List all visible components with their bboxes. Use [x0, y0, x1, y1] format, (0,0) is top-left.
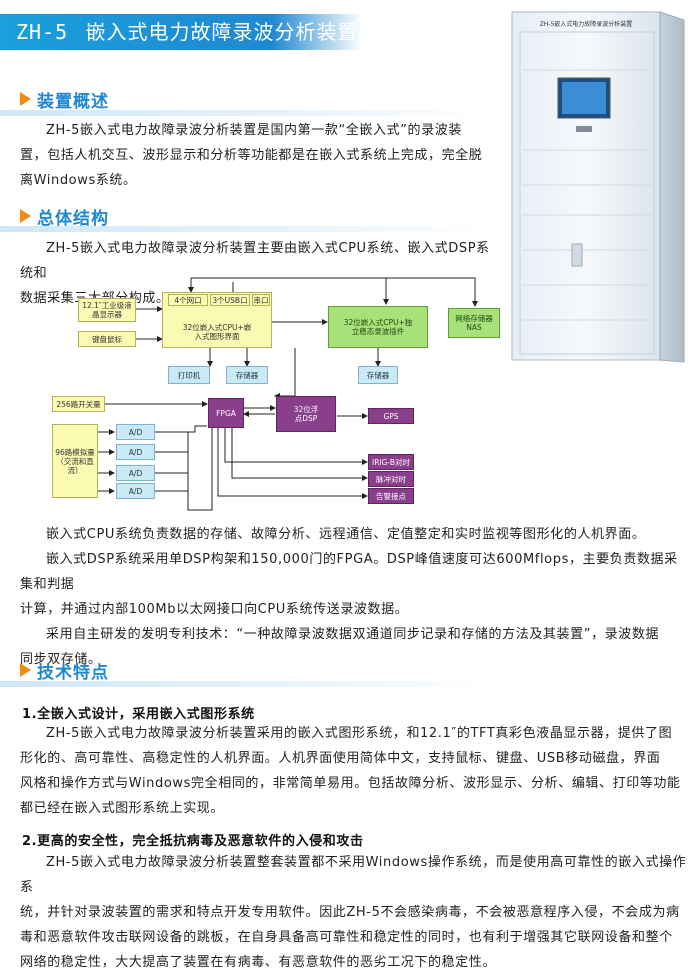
product-cabinet-image: ZH-5嵌入式电力故障录波分析装置	[510, 10, 686, 364]
section-heading-structure: 总体结构	[20, 203, 109, 229]
cpu2-label: 32位嵌入式CPU+独立稳态录波插件	[343, 318, 413, 336]
text-line: 都已经在嵌入式图形系统上实现。	[20, 801, 225, 816]
text-line: 离Windows系统。	[20, 173, 137, 188]
irig-box: IRIG-B对时	[368, 454, 414, 470]
text-line: 同步双存储。	[20, 652, 102, 667]
printer-box: 打印机	[168, 366, 210, 384]
orange-arrow-icon	[20, 209, 31, 223]
text-line: 嵌入式DSP系统采用单DSP构架和150,000门的FPGA。DSP峰值速度可达…	[20, 552, 678, 592]
text-line: ZH-5嵌入式电力故障录波分析装置主要由嵌入式CPU系统、嵌入式DSP系统和	[20, 241, 490, 281]
analog-input-box: 96路模拟量（交流和直流）	[52, 424, 98, 498]
nas-label: 网络存储器NAS	[455, 314, 493, 332]
nas-box: 网络存储器NAS	[448, 308, 500, 338]
feature-title-2: 2.更高的安全性，完全抵抗病毒及恶意软件的入侵和攻击	[22, 834, 364, 849]
title-text: 嵌入式电力故障录波分析装置	[85, 20, 359, 44]
orange-arrow-icon	[20, 663, 31, 677]
feature-title-1: 1.全嵌入式设计，采用嵌入式图形系统	[22, 707, 255, 722]
ad-box: A/D	[116, 465, 155, 481]
section-heading-features: 技术特点	[20, 657, 109, 683]
cabinet-label: ZH-5嵌入式电力故障录波分析装置	[539, 21, 633, 28]
orange-arrow-icon	[20, 92, 31, 106]
keyboard-box: 键盘鼠标	[78, 331, 136, 347]
ad-box: A/D	[116, 483, 155, 499]
dsp-label: 32位浮点DSP	[293, 405, 319, 423]
section-rule-3	[0, 681, 490, 687]
pulse-box: 脉冲对时	[368, 471, 414, 487]
text-line: 置，包括人机交互、波形显示和分析等功能都是在嵌入式系统上完成，完全脱	[20, 148, 483, 163]
text-line: 网络的稳定性，大大提高了装置在有病毒、有恶意软件的恶劣工况下的稳定性。	[20, 955, 497, 970]
switch-input-box: 256路开关量	[52, 396, 105, 412]
text-line: 风格和操作方式与Windows完全相同的，非常简单易用。包括故障分析、波形显示、…	[20, 776, 681, 791]
text-line: 数据采集三大部分构成。	[20, 291, 170, 306]
text-line: ZH-5嵌入式电力故障录波分析装置是国内第一款“全嵌入式”的录波装	[46, 123, 462, 138]
section-rule-2	[0, 226, 490, 232]
text-line: 嵌入式CPU系统负责数据的存储、故障分析、远程通信、定值整定和实时监视等图形化的…	[46, 527, 646, 542]
text-line: 毒和恶意软件攻击联网设备的跳板，在自身具备高可靠性和稳定性的同时，也有利于增强其…	[20, 930, 673, 945]
cpu-label: 32位嵌入式CPU+嵌入式图形界面	[182, 323, 252, 341]
text-line: ZH-5嵌入式电力故障录波分析装置采用的嵌入式图形系统，和12.1″的TFT真彩…	[46, 726, 673, 741]
text-line: 统，并针对录波装置的需求和特点开发专用软件。因此ZH-5不会感染病毒，不会被恶意…	[20, 905, 680, 920]
cabinet-drawing	[511, 11, 685, 363]
dsp-box: 32位浮点DSP	[276, 396, 336, 432]
structure-paragraph: ZH-5嵌入式电力故障录波分析装置主要由嵌入式CPU系统、嵌入式DSP系统和 数…	[20, 236, 500, 311]
section-heading-label: 总体结构	[37, 208, 109, 229]
title-model: ZH-5	[16, 20, 69, 44]
feature-paragraph-2: ZH-5嵌入式电力故障录波分析装置整套装置都不采用Windows操作系统，而是使…	[20, 850, 688, 975]
gps-box: GPS	[368, 408, 414, 424]
analog-label: 96路模拟量（交流和直流）	[55, 447, 95, 475]
page-title: ZH-5 嵌入式电力故障录波分析装置	[0, 14, 362, 50]
text-line: 计算，并通过内部100Mb以太网接口向CPU系统传送录波数据。	[20, 602, 409, 617]
text-line: 采用自主研发的发明专利技术：“一种故障录波数据双通道同步记录和存储的方法及其装置…	[46, 627, 660, 642]
fpga-box: FPGA	[208, 398, 244, 428]
text-line: ZH-5嵌入式电力故障录波分析装置整套装置都不采用Windows操作系统，而是使…	[20, 855, 687, 895]
section-heading-overview: 装置概述	[20, 86, 109, 112]
text-line: 形化的、高可靠性、高稳定性的人机界面。人机界面使用简体中文，支持鼠标、键盘、US…	[20, 751, 661, 766]
storage-box-1: 存储器	[226, 366, 268, 384]
section-rule-1	[0, 110, 490, 116]
structure-description: 嵌入式CPU系统负责数据的存储、故障分析、远程通信、定值整定和实时监视等图形化的…	[20, 522, 688, 672]
feature-paragraph-1: ZH-5嵌入式电力故障录波分析装置采用的嵌入式图形系统，和12.1″的TFT真彩…	[20, 721, 688, 821]
storage-box-2: 存储器	[358, 366, 398, 384]
section-heading-label: 技术特点	[37, 662, 109, 683]
overview-paragraph: ZH-5嵌入式电力故障录波分析装置是国内第一款“全嵌入式”的录波装 置，包括人机…	[20, 118, 500, 193]
ad-box: A/D	[116, 424, 155, 440]
section-heading-label: 装置概述	[37, 91, 109, 112]
cpu2-box: 32位嵌入式CPU+独立稳态录波插件	[328, 306, 428, 348]
alarm-box: 告警接点	[368, 488, 414, 504]
ad-box: A/D	[116, 444, 155, 460]
